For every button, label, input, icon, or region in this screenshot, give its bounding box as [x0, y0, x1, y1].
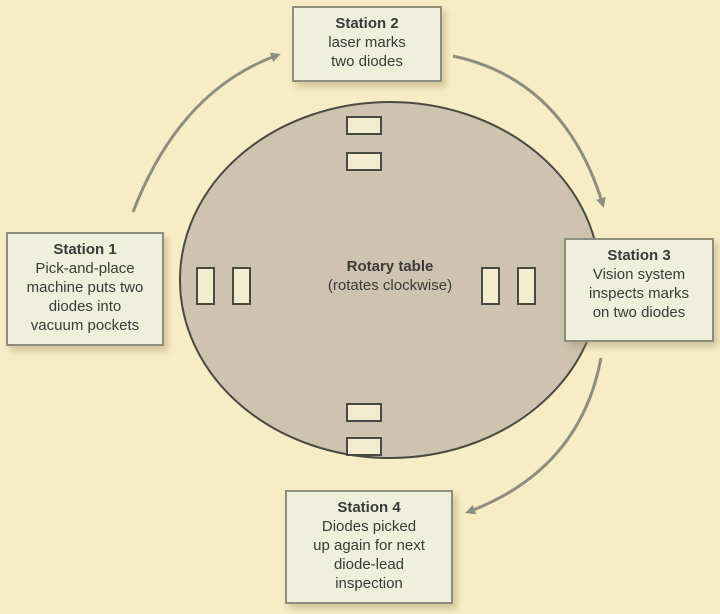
- rotary-table-label: Rotary table (rotates clockwise): [230, 257, 550, 295]
- station-4-box: Station 4 Diodes picked up again for nex…: [285, 490, 453, 604]
- vacuum-pocket: [196, 267, 215, 305]
- vacuum-pocket: [346, 116, 382, 135]
- station-2-line: two diodes: [331, 53, 403, 70]
- station-2-title: Station 2: [335, 15, 399, 32]
- rotary-table-subtitle: (rotates clockwise): [327, 277, 453, 294]
- vacuum-pocket: [232, 267, 251, 305]
- station-3-line: inspects marks: [588, 285, 690, 302]
- vacuum-pocket: [481, 267, 500, 305]
- station-1-line: vacuum pockets: [30, 317, 140, 334]
- station-4-line: Diodes picked: [321, 518, 417, 535]
- station-4-line: diode-lead: [333, 556, 405, 573]
- station-3-line: Vision system: [592, 266, 686, 283]
- station-4-title: Station 4: [337, 499, 401, 516]
- station-2-box: Station 2 laser marks two diodes: [292, 6, 442, 82]
- arrow-station2-to-station3: [452, 54, 606, 208]
- station-3-title: Station 3: [607, 247, 671, 264]
- station-1-line: machine puts two: [26, 279, 144, 296]
- station-1-box: Station 1 Pick-and-place machine puts tw…: [6, 232, 164, 346]
- arrow-station1-to-station2: [131, 52, 281, 213]
- station-2-line: laser marks: [328, 34, 406, 51]
- station-1-title: Station 1: [53, 241, 117, 258]
- station-3-line: on two diodes: [592, 304, 686, 321]
- arrow-station3-to-station4: [465, 357, 603, 515]
- station-4-line: up again for next: [313, 537, 425, 554]
- rotary-table-title: Rotary table: [346, 258, 434, 275]
- vacuum-pocket: [346, 152, 382, 171]
- vacuum-pocket: [346, 437, 382, 456]
- vacuum-pocket: [346, 403, 382, 422]
- station-1-line: diodes into: [48, 298, 122, 315]
- station-1-line: Pick-and-place: [35, 260, 135, 277]
- station-3-box: Station 3 Vision system inspects marks o…: [564, 238, 714, 342]
- vacuum-pocket: [517, 267, 536, 305]
- station-4-line: inspection: [335, 575, 403, 592]
